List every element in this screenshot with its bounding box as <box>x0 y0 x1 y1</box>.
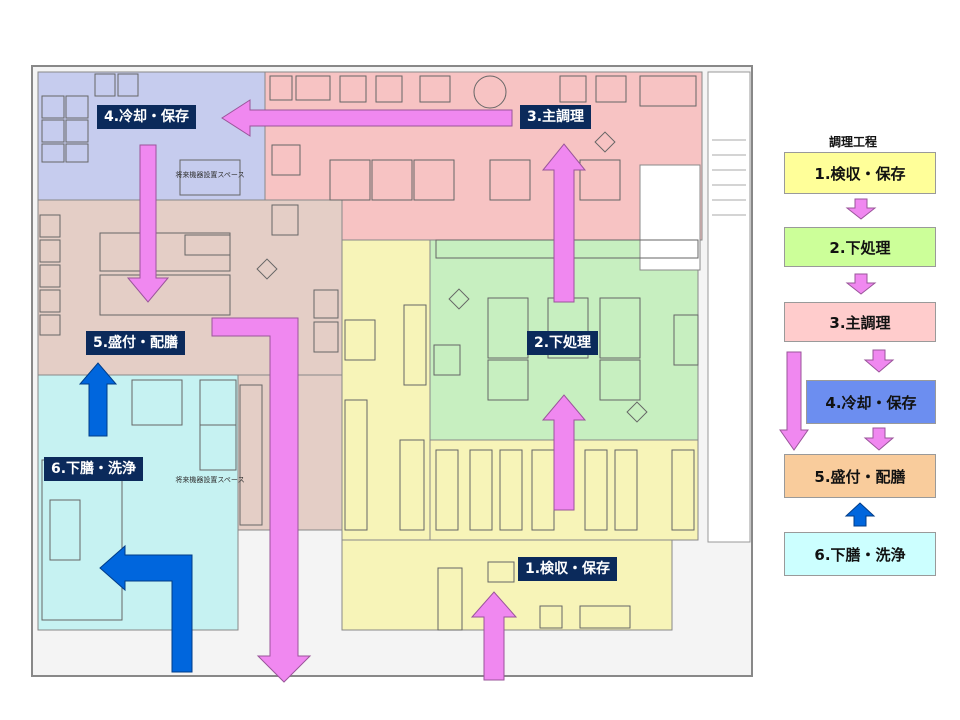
flow-arrow-plating-out <box>211 317 312 683</box>
legend-arrow-4-5 <box>863 427 895 451</box>
flow-arrow-prep-to-main-cooking <box>541 143 587 303</box>
legend-title: 調理工程 <box>829 135 878 149</box>
legend-step-main-cooking: 3.主調理 <box>784 302 936 342</box>
legend-step-cooling: 4.冷却・保存 <box>806 380 936 424</box>
legend-arrow-3-4 <box>863 349 895 373</box>
zone-label-plating: 5.盛付・配膳 <box>86 331 186 355</box>
legend-step-receiving: 1.検収・保存 <box>784 152 936 194</box>
zone-label-cooling: 4.冷却・保存 <box>97 105 197 129</box>
zone-label-receiving: 1.検収・保存 <box>518 557 618 581</box>
zone-label-main-cooking: 3.主調理 <box>520 105 592 129</box>
equipment-receiving <box>344 304 695 631</box>
flow-arrow-cooling-to-plating <box>126 144 170 303</box>
legend-arrow-2-3 <box>845 273 877 295</box>
equipment-space-note-2: 将来機器設置スペース <box>175 475 244 484</box>
legend-step-dish-washing: 6.下膳・洗浄 <box>784 532 936 576</box>
flow-arrow-receiving-to-prep <box>541 394 587 511</box>
flow-arrow-receiving-entry <box>470 591 518 681</box>
equipment-main-cooking <box>269 75 697 236</box>
legend-arrow-6-5 <box>844 502 876 527</box>
equipment-space-note-1: 将来機器設置スペース <box>175 170 244 179</box>
legend-step-prep: 2.下処理 <box>784 227 936 267</box>
return-arrow-dish-entry <box>99 544 193 673</box>
return-arrow-washing-to-plating <box>78 362 118 437</box>
zone-label-dish-washing: 6.下膳・洗浄 <box>44 457 144 481</box>
stair-treads <box>712 139 746 216</box>
zone-receiving-area-left <box>341 239 433 541</box>
zone-dish-washing-area <box>37 374 239 631</box>
zone-label-prep: 2.下処理 <box>527 331 599 355</box>
stair-area <box>707 71 751 543</box>
legend-arrow-1-2 <box>845 198 877 220</box>
legend-step-plating: 5.盛付・配膳 <box>784 454 936 498</box>
sink-room <box>639 164 701 271</box>
flow-arrow-main-cooking-to-cooling <box>221 99 513 137</box>
equipment-plating <box>39 214 339 353</box>
equipment-cooling <box>41 73 241 196</box>
legend-arrow-3-5 <box>779 351 809 451</box>
